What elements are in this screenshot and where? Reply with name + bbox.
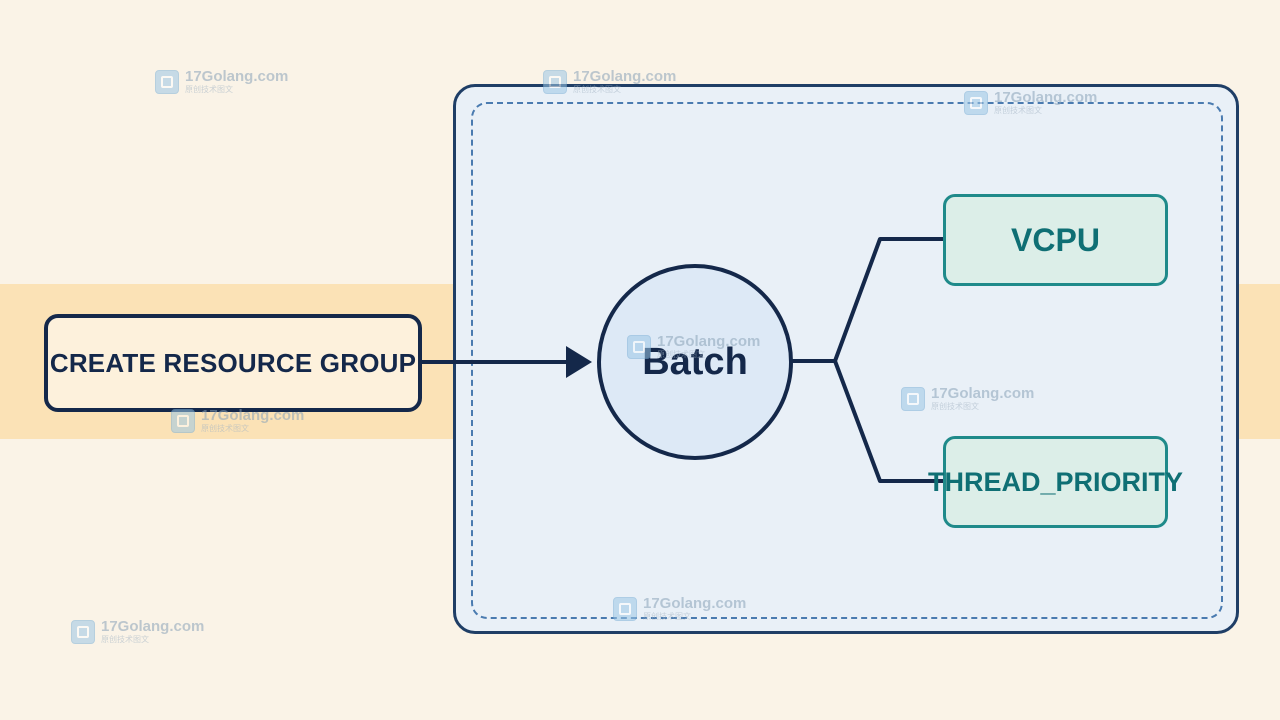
watermark-logo-icon bbox=[543, 69, 567, 94]
create-resource-group-label: CREATE RESOURCE GROUP bbox=[49, 347, 417, 378]
watermark-text: 17Golang.com bbox=[994, 89, 1098, 106]
watermark: 17Golang.com 原创技术图文 bbox=[71, 619, 204, 644]
watermark-subtext: 原创技术图文 bbox=[657, 350, 705, 359]
watermark-logo-icon bbox=[964, 90, 988, 115]
watermark-logo-icon bbox=[155, 69, 179, 94]
watermark-subtext: 原创技术图文 bbox=[185, 85, 233, 94]
watermark-logo-icon bbox=[171, 408, 195, 433]
watermark: 17Golang.com 原创技术图文 bbox=[543, 69, 676, 94]
watermark-subtext: 原创技术图文 bbox=[101, 635, 149, 644]
watermark-logo-icon bbox=[613, 596, 637, 621]
watermark: 17Golang.com 原创技术图文 bbox=[964, 90, 1097, 115]
vcpu-node: VCPU bbox=[943, 194, 1168, 286]
watermark-subtext: 原创技术图文 bbox=[573, 85, 621, 94]
batch-panel-dashed-border bbox=[471, 102, 1223, 619]
watermark-text: 17Golang.com bbox=[101, 618, 205, 635]
watermark: 17Golang.com 原创技术图文 bbox=[171, 408, 304, 433]
watermark-logo-icon bbox=[627, 334, 651, 359]
watermark-text: 17Golang.com bbox=[185, 68, 289, 85]
create-resource-group-node: CREATE RESOURCE GROUP bbox=[44, 314, 422, 412]
watermark: 17Golang.com 原创技术图文 bbox=[627, 334, 760, 359]
watermark-subtext: 原创技术图文 bbox=[643, 612, 691, 621]
watermark-logo-icon bbox=[71, 619, 95, 644]
thread-priority-node: THREAD_PRIORITY bbox=[928, 436, 1183, 528]
watermark-text: 17Golang.com bbox=[573, 68, 677, 85]
watermark-text: 17Golang.com bbox=[643, 595, 747, 612]
batch-label: Batch bbox=[642, 340, 748, 383]
watermark-logo-icon bbox=[901, 386, 925, 411]
watermark: 17Golang.com 原创技术图文 bbox=[901, 386, 1034, 411]
watermark-text: 17Golang.com bbox=[931, 385, 1035, 402]
watermark-text: 17Golang.com bbox=[657, 333, 761, 350]
vcpu-label: VCPU bbox=[1011, 221, 1100, 258]
watermark-text: 17Golang.com bbox=[201, 407, 305, 424]
watermark: 17Golang.com 原创技术图文 bbox=[155, 69, 288, 94]
watermark: 17Golang.com 原创技术图文 bbox=[613, 596, 746, 621]
watermark-subtext: 原创技术图文 bbox=[994, 106, 1042, 115]
watermark-subtext: 原创技术图文 bbox=[201, 424, 249, 433]
watermark-subtext: 原创技术图文 bbox=[931, 402, 979, 411]
batch-node: Batch bbox=[597, 264, 793, 460]
thread-priority-label: THREAD_PRIORITY bbox=[927, 466, 1184, 497]
